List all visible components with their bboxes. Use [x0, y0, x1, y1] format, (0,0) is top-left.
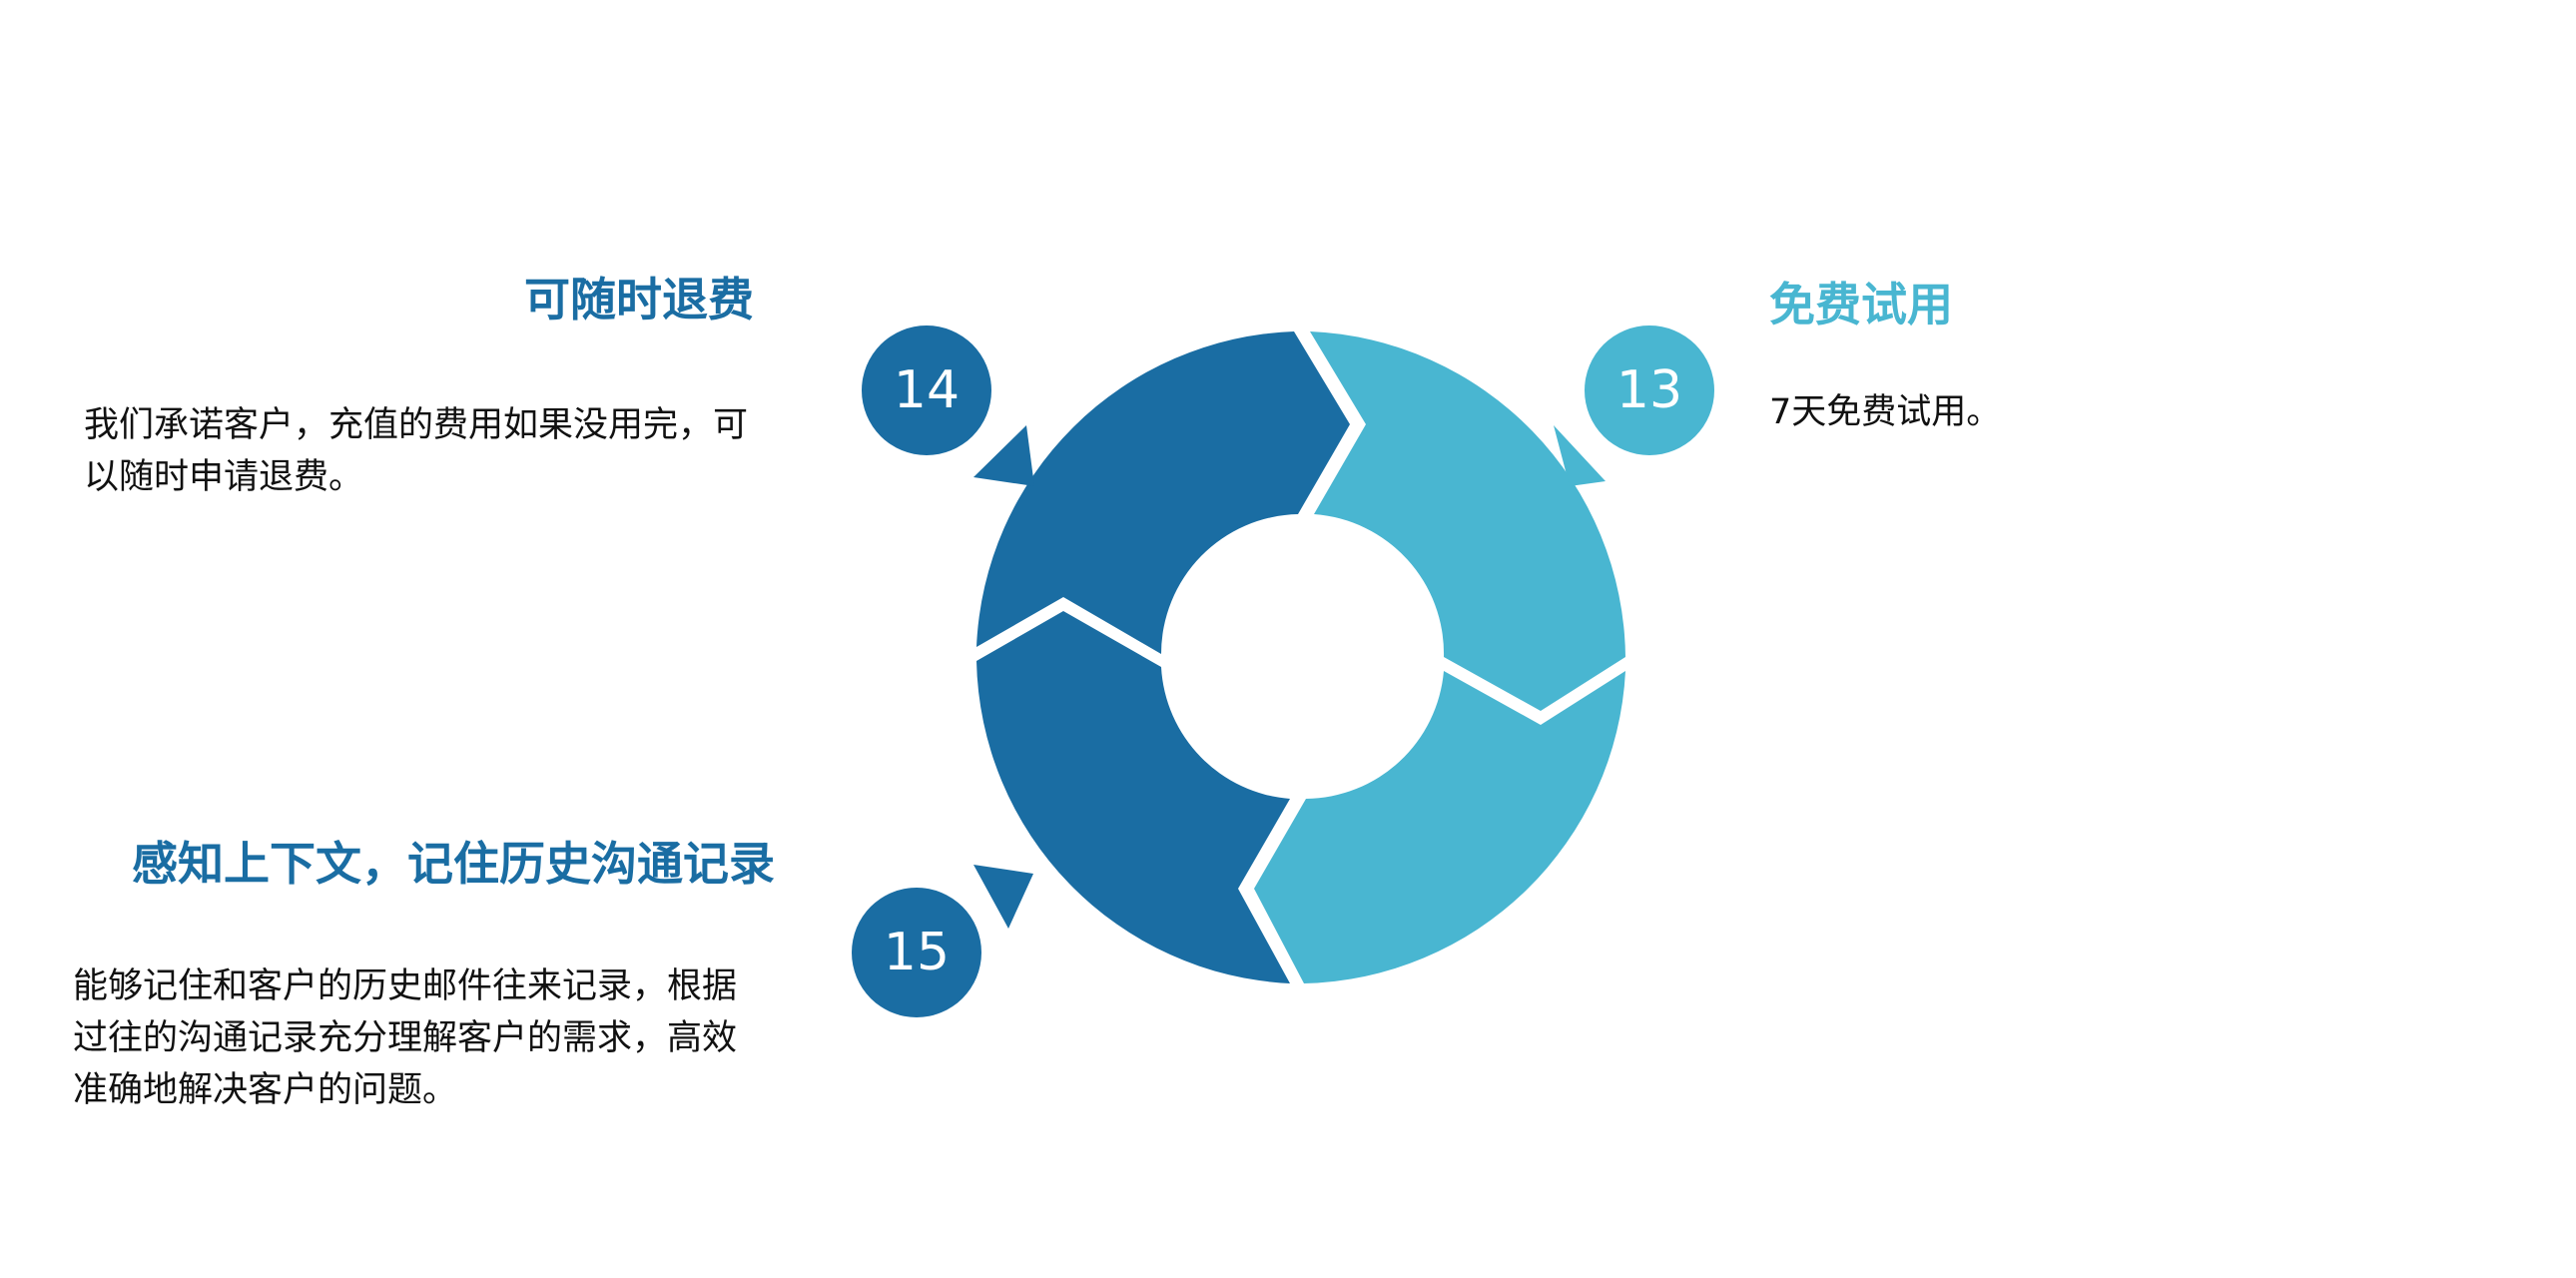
badge-14-number: 14	[894, 360, 960, 420]
step-text-refund: 我们承诺客户，充值的费用如果没用完，可 以随时申请退费。	[84, 399, 748, 503]
badge-13-number: 13	[1616, 360, 1682, 420]
step-text-line: 能够记住和客户的历史邮件往来记录，根据	[73, 966, 738, 1006]
step-title-context: 感知上下文，记住历史沟通记录	[132, 837, 775, 891]
badge-13-pointer	[1554, 425, 1606, 486]
badge-13-circle	[1585, 325, 1714, 455]
step-text-context: 能够记住和客户的历史邮件往来记录，根据 过往的沟通记录充分理解客户的需求，高效 …	[73, 960, 737, 1116]
step-text-line: 我们承诺客户，充值的费用如果没用完，可	[84, 405, 749, 445]
step-title-free-trial: 免费试用	[1769, 278, 1953, 331]
badge-14-circle	[862, 325, 991, 455]
badge-15-pointer	[973, 865, 1033, 929]
ring-segment-top-right	[1310, 331, 1625, 711]
badge-14-pointer	[973, 425, 1034, 486]
step-text-line: 准确地解决客户的问题。	[73, 1070, 458, 1110]
step-text-line: 7天免费试用。	[1769, 392, 2002, 432]
step-title-refund: 可随时退费	[524, 273, 754, 326]
step-text-line: 过往的沟通记录充分理解客户的需求，高效	[73, 1018, 738, 1058]
ring-segment-bottom-right	[1254, 671, 1625, 983]
badge-15-number: 15	[884, 923, 950, 982]
step-text-line: 以随时申请退费。	[84, 457, 364, 497]
badge-15-circle	[852, 888, 981, 1017]
ring-segment-left	[976, 331, 1350, 654]
ring-segment-bottom-left	[976, 611, 1290, 983]
step-text-free-trial: 7天免费试用。	[1769, 386, 2001, 438]
